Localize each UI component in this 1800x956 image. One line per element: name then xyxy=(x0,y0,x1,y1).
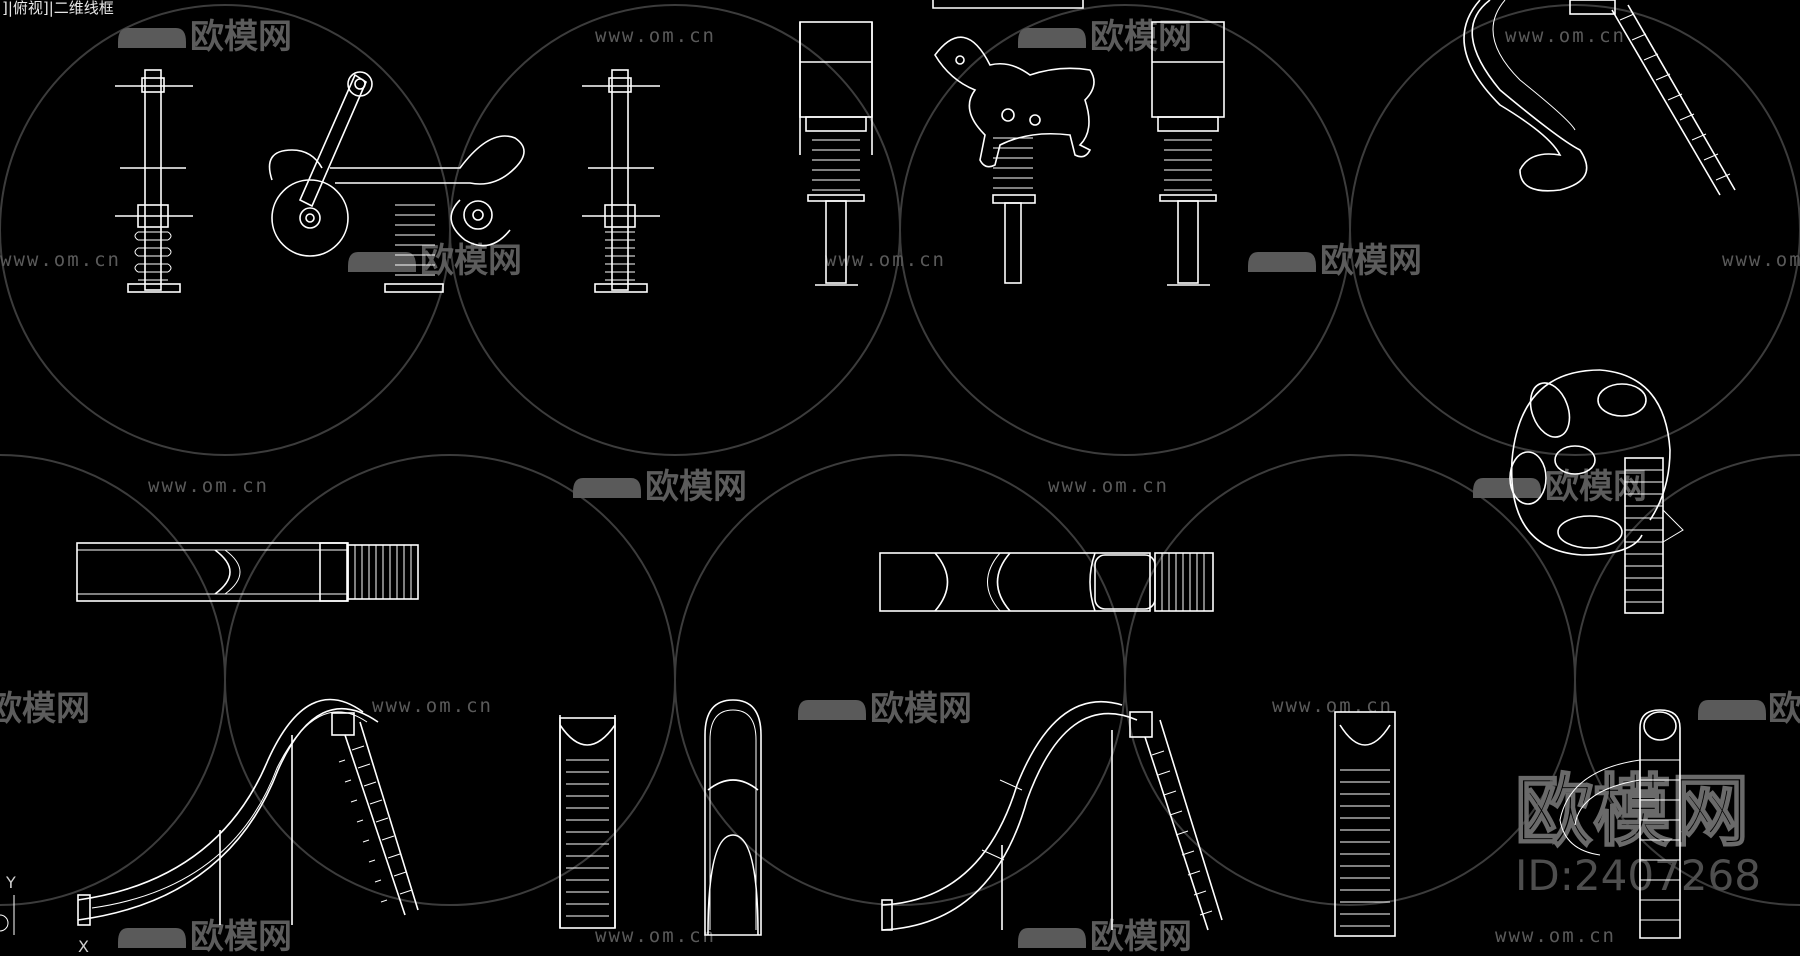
ucs-icon: Y X xyxy=(0,873,89,956)
watermark-brand: 欧模网 xyxy=(0,689,90,729)
watermark-rings xyxy=(0,4,1800,906)
watermark-url: www.om.cn xyxy=(595,925,716,947)
spring-rider-scooter-side-view[interactable] xyxy=(268,71,525,293)
straight-slide-plan-center[interactable] xyxy=(879,552,1214,612)
spring-rider-seat-front-view-a[interactable] xyxy=(799,21,873,286)
watermark-url: www.om.cn xyxy=(1722,249,1800,271)
watermark-texts: www.om.cn www.om.cn www.om.cn www.om.cn … xyxy=(0,17,1800,956)
watermark-brand: 欧模网 xyxy=(870,689,972,729)
watermark-brand: 欧模网 xyxy=(1768,689,1800,729)
watermark-url: www.om.cn xyxy=(1272,695,1393,717)
watermark-brand: 欧模网 xyxy=(1090,17,1192,57)
watermark-id: ID:2407268 xyxy=(1515,851,1761,900)
watermark-brand: 欧模网 xyxy=(420,241,522,281)
ucs-x-label: X xyxy=(78,937,89,952)
slide-ladder-front-view-right[interactable] xyxy=(1334,711,1396,937)
spiral-slide-elevation-bottom-right[interactable] xyxy=(1559,709,1681,939)
watermark-url: www.om.cn xyxy=(1048,475,1169,497)
spring-rider-seat-front-view-b[interactable] xyxy=(1151,21,1225,286)
watermark-brand: 欧模网 xyxy=(190,917,292,952)
spiral-slide-plan-right[interactable] xyxy=(1509,369,1684,614)
spiral-slide-elevation-top-right[interactable] xyxy=(1463,0,1736,196)
viewport-control-label[interactable]: ]|俯视]|二维线框 xyxy=(0,0,116,17)
watermark-url: www.om.cn xyxy=(1495,925,1616,947)
watermark-brand: 欧模网 xyxy=(1090,917,1192,952)
spring-rider-front-view-right[interactable] xyxy=(582,69,660,293)
spring-rider-horse-side-view[interactable] xyxy=(932,0,1095,284)
watermark-url: www.om.cn xyxy=(1505,25,1626,47)
ucs-y-label: Y xyxy=(5,873,16,892)
watermark-url: www.om.cn xyxy=(148,475,269,497)
slide-ladder-front-view[interactable] xyxy=(559,715,616,929)
spring-rider-front-view-left[interactable] xyxy=(115,69,193,293)
watermark-brand: 欧模网 xyxy=(190,17,292,57)
wave-slide-elevation-left[interactable] xyxy=(77,698,419,926)
watermark-big-brand: 欧模网 xyxy=(1515,767,1749,857)
watermark-url: www.om.cn xyxy=(372,695,493,717)
straight-slide-plan-left[interactable] xyxy=(76,542,419,602)
wave-slide-elevation-center[interactable] xyxy=(881,700,1223,931)
watermark-brand: 欧模网 xyxy=(1320,241,1422,281)
watermark-url: www.om.cn xyxy=(0,249,121,271)
watermark-brand: 欧模网 xyxy=(1545,467,1647,507)
watermark-url: www.om.cn xyxy=(825,249,946,271)
watermark-url: www.om.cn xyxy=(595,25,716,47)
watermark-brand: 欧模网 xyxy=(645,467,747,507)
slide-chute-front-view[interactable] xyxy=(704,699,762,936)
